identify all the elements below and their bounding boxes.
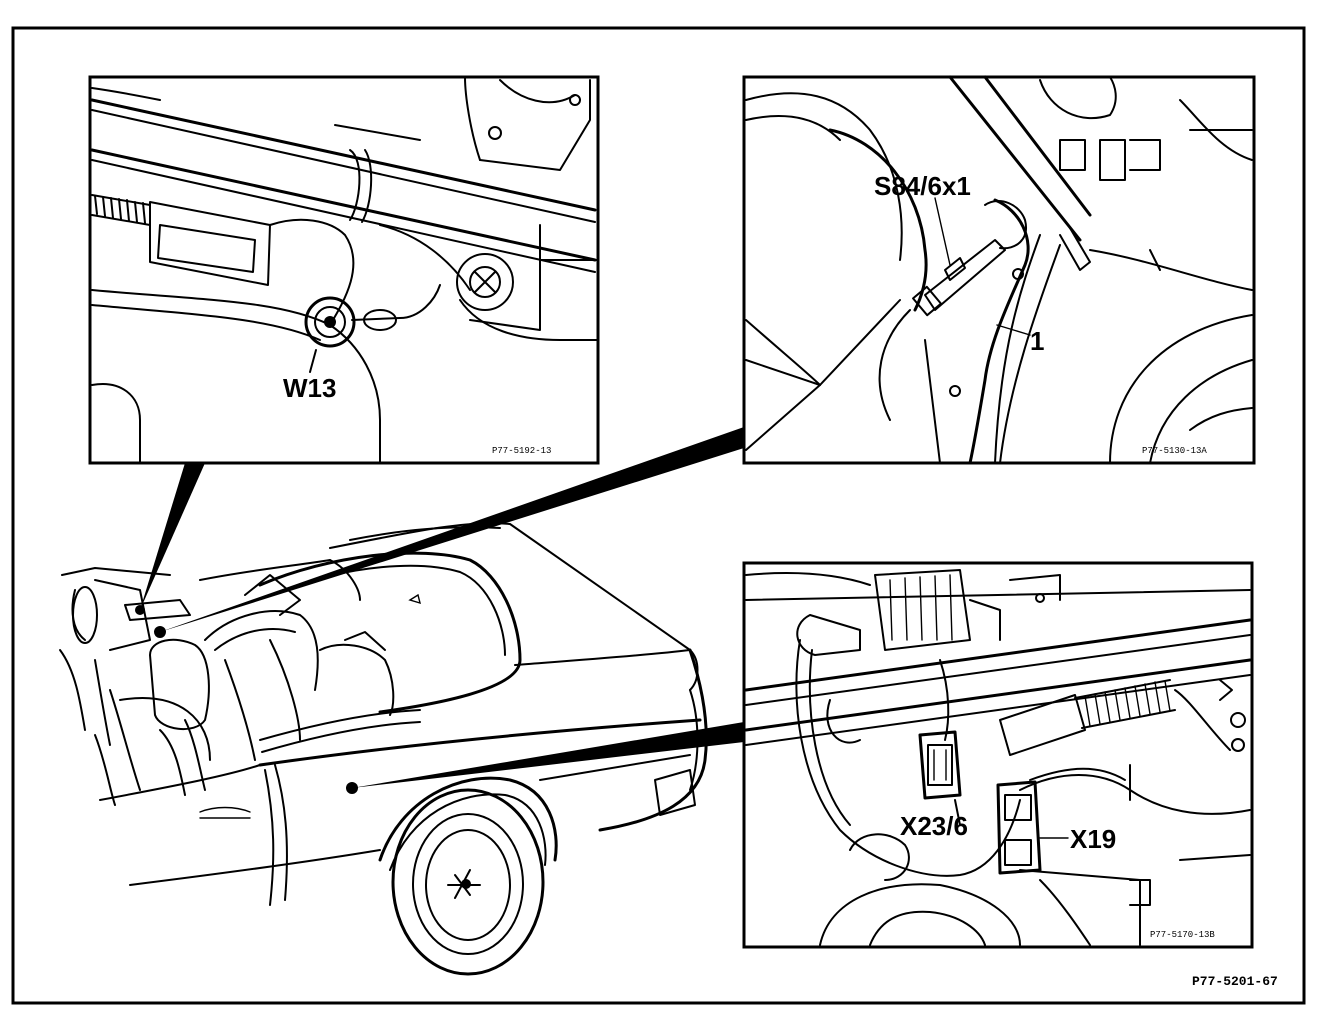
car-illustration	[59, 522, 708, 976]
figure-ref: P77-5201-67	[1192, 974, 1278, 989]
outer-frame	[11, 26, 1306, 1005]
leader-lines	[140, 427, 744, 788]
inset-ref-top-right: P77-5130-13A	[1142, 446, 1207, 456]
callout-w13: W13	[283, 373, 336, 403]
inset-bottom-right: X23/6 X19 P77-5170-13B	[742, 561, 1254, 949]
callout-item-1: 1	[1030, 326, 1044, 356]
inset-ref-bottom-right: P77-5170-13B	[1150, 930, 1215, 940]
callout-s84-6x1: S84/6x1	[874, 171, 971, 201]
callout-x23-6: X23/6	[900, 811, 968, 841]
inset-ref-top-left: P77-5192-13	[492, 446, 551, 456]
inset-top-right: S84/6x1 1 P77-5130-13A	[742, 75, 1256, 465]
inset-top-left: W13 P77-5192-13	[88, 75, 600, 465]
callout-x19: X19	[1070, 824, 1116, 854]
